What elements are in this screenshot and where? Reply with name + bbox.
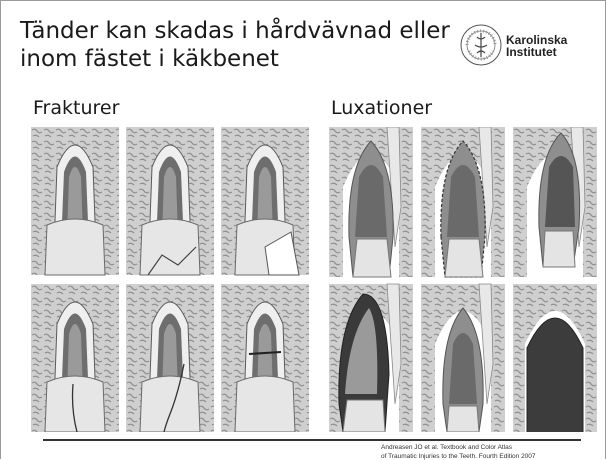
fracture-tooth-2 — [126, 127, 214, 275]
luxation-tooth-6 — [513, 284, 597, 432]
fracture-tooth-5 — [126, 284, 214, 432]
footer-rule — [43, 439, 581, 441]
ki-seal-icon — [459, 23, 503, 67]
luxation-tooth-5 — [421, 284, 505, 432]
logo-wordmark: Karolinska Institutet — [506, 34, 567, 58]
fractures-label: Frakturer — [33, 97, 119, 119]
fracture-tooth-1 — [31, 127, 119, 275]
luxation-tooth-3 — [513, 127, 597, 277]
title-line-2: inom fästet i käkbenet — [20, 46, 279, 72]
luxations-label: Luxationer — [331, 97, 432, 119]
fractures-illustrations — [31, 127, 313, 432]
logo-line-2: Institutet — [506, 45, 557, 59]
slide-title: Tänder kan skadas i hårdvävnad eller ino… — [20, 17, 460, 73]
luxation-tooth-2 — [421, 127, 505, 277]
luxation-tooth-1 — [329, 127, 413, 277]
fracture-tooth-4 — [31, 284, 119, 432]
fracture-tooth-6 — [221, 284, 309, 432]
title-line-1: Tänder kan skadas i hårdvävnad eller — [20, 18, 450, 44]
luxations-illustrations — [329, 127, 599, 432]
luxation-tooth-4 — [329, 284, 413, 432]
fracture-tooth-3 — [221, 127, 309, 275]
citation-line-1: Andreasen JO et al. Textbook and Color A… — [381, 443, 607, 452]
citation: Andreasen JO et al. Textbook and Color A… — [381, 443, 607, 460]
